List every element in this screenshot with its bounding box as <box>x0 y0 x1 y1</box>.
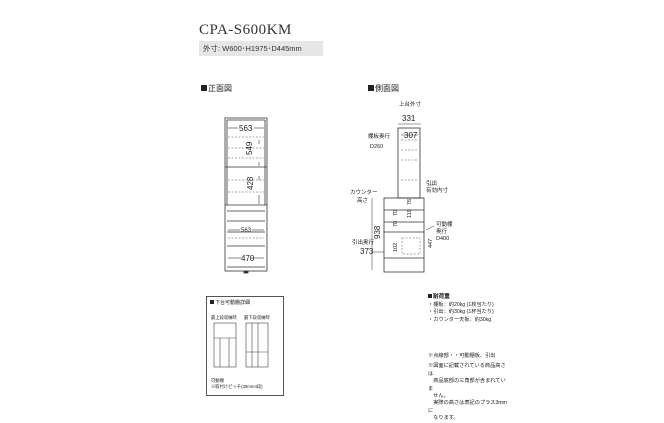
load-item: ・引出：約30kg (1杯当たり) <box>428 309 494 316</box>
side-inner-depth-label-2: 有効内寸 <box>426 186 449 194</box>
note-line: 商品底部の三角部が含まれていま <box>428 378 506 392</box>
load-item: ・棚板：約20kg (1枚当たり) <box>428 301 494 308</box>
note-line: せん。 <box>428 393 449 400</box>
notes: ※点線部・・可動棚板、引出 ※図面に記載されている商品高さは 商品底部の三角部が… <box>428 353 508 423</box>
movable-shelf-detail-box <box>206 296 284 396</box>
front-shelf-height-2: 428 <box>246 176 255 190</box>
side-d3: 115 <box>407 209 413 218</box>
inset-lower-label: 最下段収納時 <box>244 315 270 320</box>
side-d4: 76 <box>407 199 413 205</box>
square-bullet-icon <box>210 300 214 304</box>
side-view-heading-text: 側面図 <box>375 84 399 93</box>
side-d2: 70 <box>393 221 399 227</box>
drawing-canvas: 563 549 428 563 470 上台外寸 331 棚板奥行 307 D2… <box>213 100 453 368</box>
side-drawer-depth-label: 引出奥行 <box>352 238 375 246</box>
front-view-drawing <box>224 117 268 274</box>
note-line: 実際の高さは表記のプラス3mmに <box>428 400 507 414</box>
inset-caption-1: 可動棚 <box>211 378 224 383</box>
load-capacity-title-text: 耐荷重 <box>433 294 450 300</box>
side-drawer-depth-value: 373 <box>360 247 374 256</box>
inset-title-text: 下台可動棚詳細 <box>215 300 251 306</box>
front-bottom-width: 470 <box>241 254 255 263</box>
load-capacity-title: 耐荷重 <box>428 294 494 302</box>
side-inner-depth-label-1: 引出 <box>426 179 437 187</box>
inset-caption-2: ※取付けピッチ(30mm4段) <box>211 384 263 389</box>
side-shelf-depth-value: 307 <box>404 131 418 140</box>
square-bullet-icon <box>201 85 207 91</box>
side-view-drawing <box>383 127 425 273</box>
outer-dimensions: 外寸: W600･H1975･D445mm <box>199 41 323 56</box>
front-drawer-width: 563 <box>241 228 252 234</box>
inset-diagrams <box>213 322 269 368</box>
side-movable-shelf-d: D400 <box>436 236 449 242</box>
front-shelf-height-1: 549 <box>245 141 254 155</box>
side-shelf-depth-label: 棚板奥行 <box>368 132 391 140</box>
side-d6: 102 <box>393 243 399 252</box>
front-view-heading: 正面図 <box>201 83 232 94</box>
side-d1: 70 <box>393 210 399 216</box>
side-top-outer-value: 331 <box>402 114 416 123</box>
note-line: ※点線部・・可動棚板、引出 <box>428 353 496 359</box>
load-capacity: 耐荷重 ・棚板：約20kg (1枚当たり) ・引出：約30kg (1杯当たり) … <box>428 294 494 324</box>
note-line: ※図面に記載されている商品高さは <box>428 363 506 377</box>
side-counter-height-label-2: 高さ <box>357 196 368 204</box>
model-title: CPA-S600KM <box>199 22 292 38</box>
load-item: ・カウンター天板：約30kg <box>428 316 492 323</box>
front-view-heading-text: 正面図 <box>208 84 232 93</box>
side-top-outer-label: 上台外寸 <box>399 100 422 108</box>
side-movable-shelf-label-2: 奥行 <box>436 227 448 235</box>
side-counter-height-label-1: カウンター <box>350 188 378 196</box>
note-line: なります。 <box>428 415 459 422</box>
side-shelf-depth-d: D260 <box>370 144 383 150</box>
side-view-heading: 側面図 <box>368 83 399 94</box>
inset-upper-label: 最上段収納時 <box>211 315 237 320</box>
inset-title: 下台可動棚詳細 <box>210 299 250 306</box>
square-bullet-icon <box>428 294 432 298</box>
front-top-width: 563 <box>239 124 253 133</box>
side-movable-shelf-label-1: 可動棚 <box>436 220 453 228</box>
side-d5: 447 <box>428 239 434 248</box>
side-counter-height-value: 938 <box>373 225 382 239</box>
square-bullet-icon <box>368 85 374 91</box>
